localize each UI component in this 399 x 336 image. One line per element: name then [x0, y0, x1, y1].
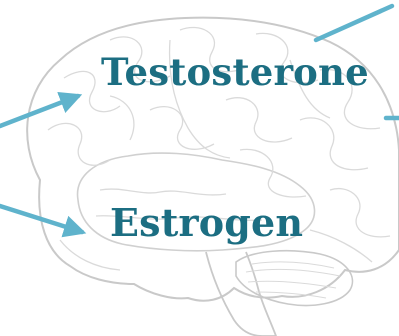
arrow-to-estrogen [0, 206, 82, 232]
brainstem [206, 252, 276, 336]
estrogen-label: Estrogen [110, 200, 303, 245]
testosterone-label: Testosterone [101, 50, 369, 94]
arrow-top-right [316, 6, 392, 40]
arrow-to-testosterone [0, 96, 78, 126]
